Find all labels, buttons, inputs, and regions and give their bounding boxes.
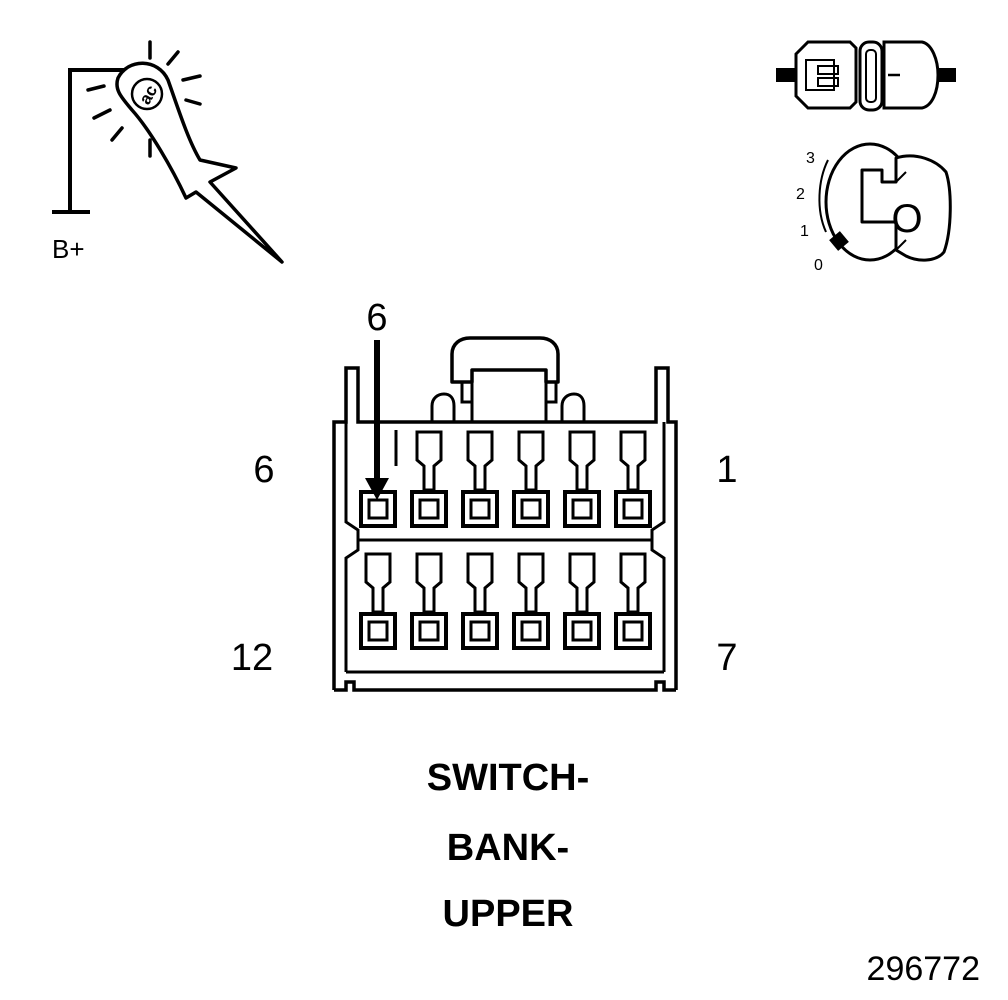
ignition-position-1: 1 — [800, 223, 809, 240]
connector-face — [332, 336, 678, 692]
terminal-cavity — [461, 552, 499, 650]
pin-label-top-right: 1 — [716, 449, 737, 491]
title-line-1: SWITCH- — [427, 757, 590, 799]
ignition-position-2: 2 — [796, 186, 805, 203]
ignition-key-letter: O — [891, 197, 922, 241]
terminal-cavity — [410, 430, 448, 528]
b-plus-label: B+ — [52, 234, 85, 264]
test-light-probe-icon — [52, 40, 284, 264]
terminal-cavity — [614, 552, 652, 650]
pin-label-top-left: 6 — [253, 449, 274, 491]
title-line-2: BANK- — [447, 827, 569, 869]
terminal-cavity — [512, 430, 550, 528]
terminal-cavities — [359, 430, 652, 650]
ignition-position-0: 0 — [814, 257, 823, 274]
ignition-key-icon — [818, 142, 952, 262]
figure-number: 296772 — [867, 950, 980, 988]
terminal-cavity — [563, 430, 601, 528]
terminal-cavity — [461, 430, 499, 528]
terminal-cavity — [359, 490, 397, 528]
terminal-cavity — [512, 552, 550, 650]
terminal-cavity — [614, 430, 652, 528]
pin-6-arrow — [365, 340, 389, 500]
terminal-cavity — [563, 552, 601, 650]
title-line-3: UPPER — [443, 893, 574, 935]
terminal-cavity — [410, 552, 448, 650]
disconnected-connector-icon — [776, 40, 956, 112]
ignition-position-3: 3 — [806, 150, 815, 167]
pin-label-bottom-right: 7 — [716, 637, 737, 679]
terminal-cavity — [359, 552, 397, 650]
pin-label-bottom-left: 12 — [231, 637, 273, 679]
arrow-pin-label: 6 — [366, 297, 387, 339]
